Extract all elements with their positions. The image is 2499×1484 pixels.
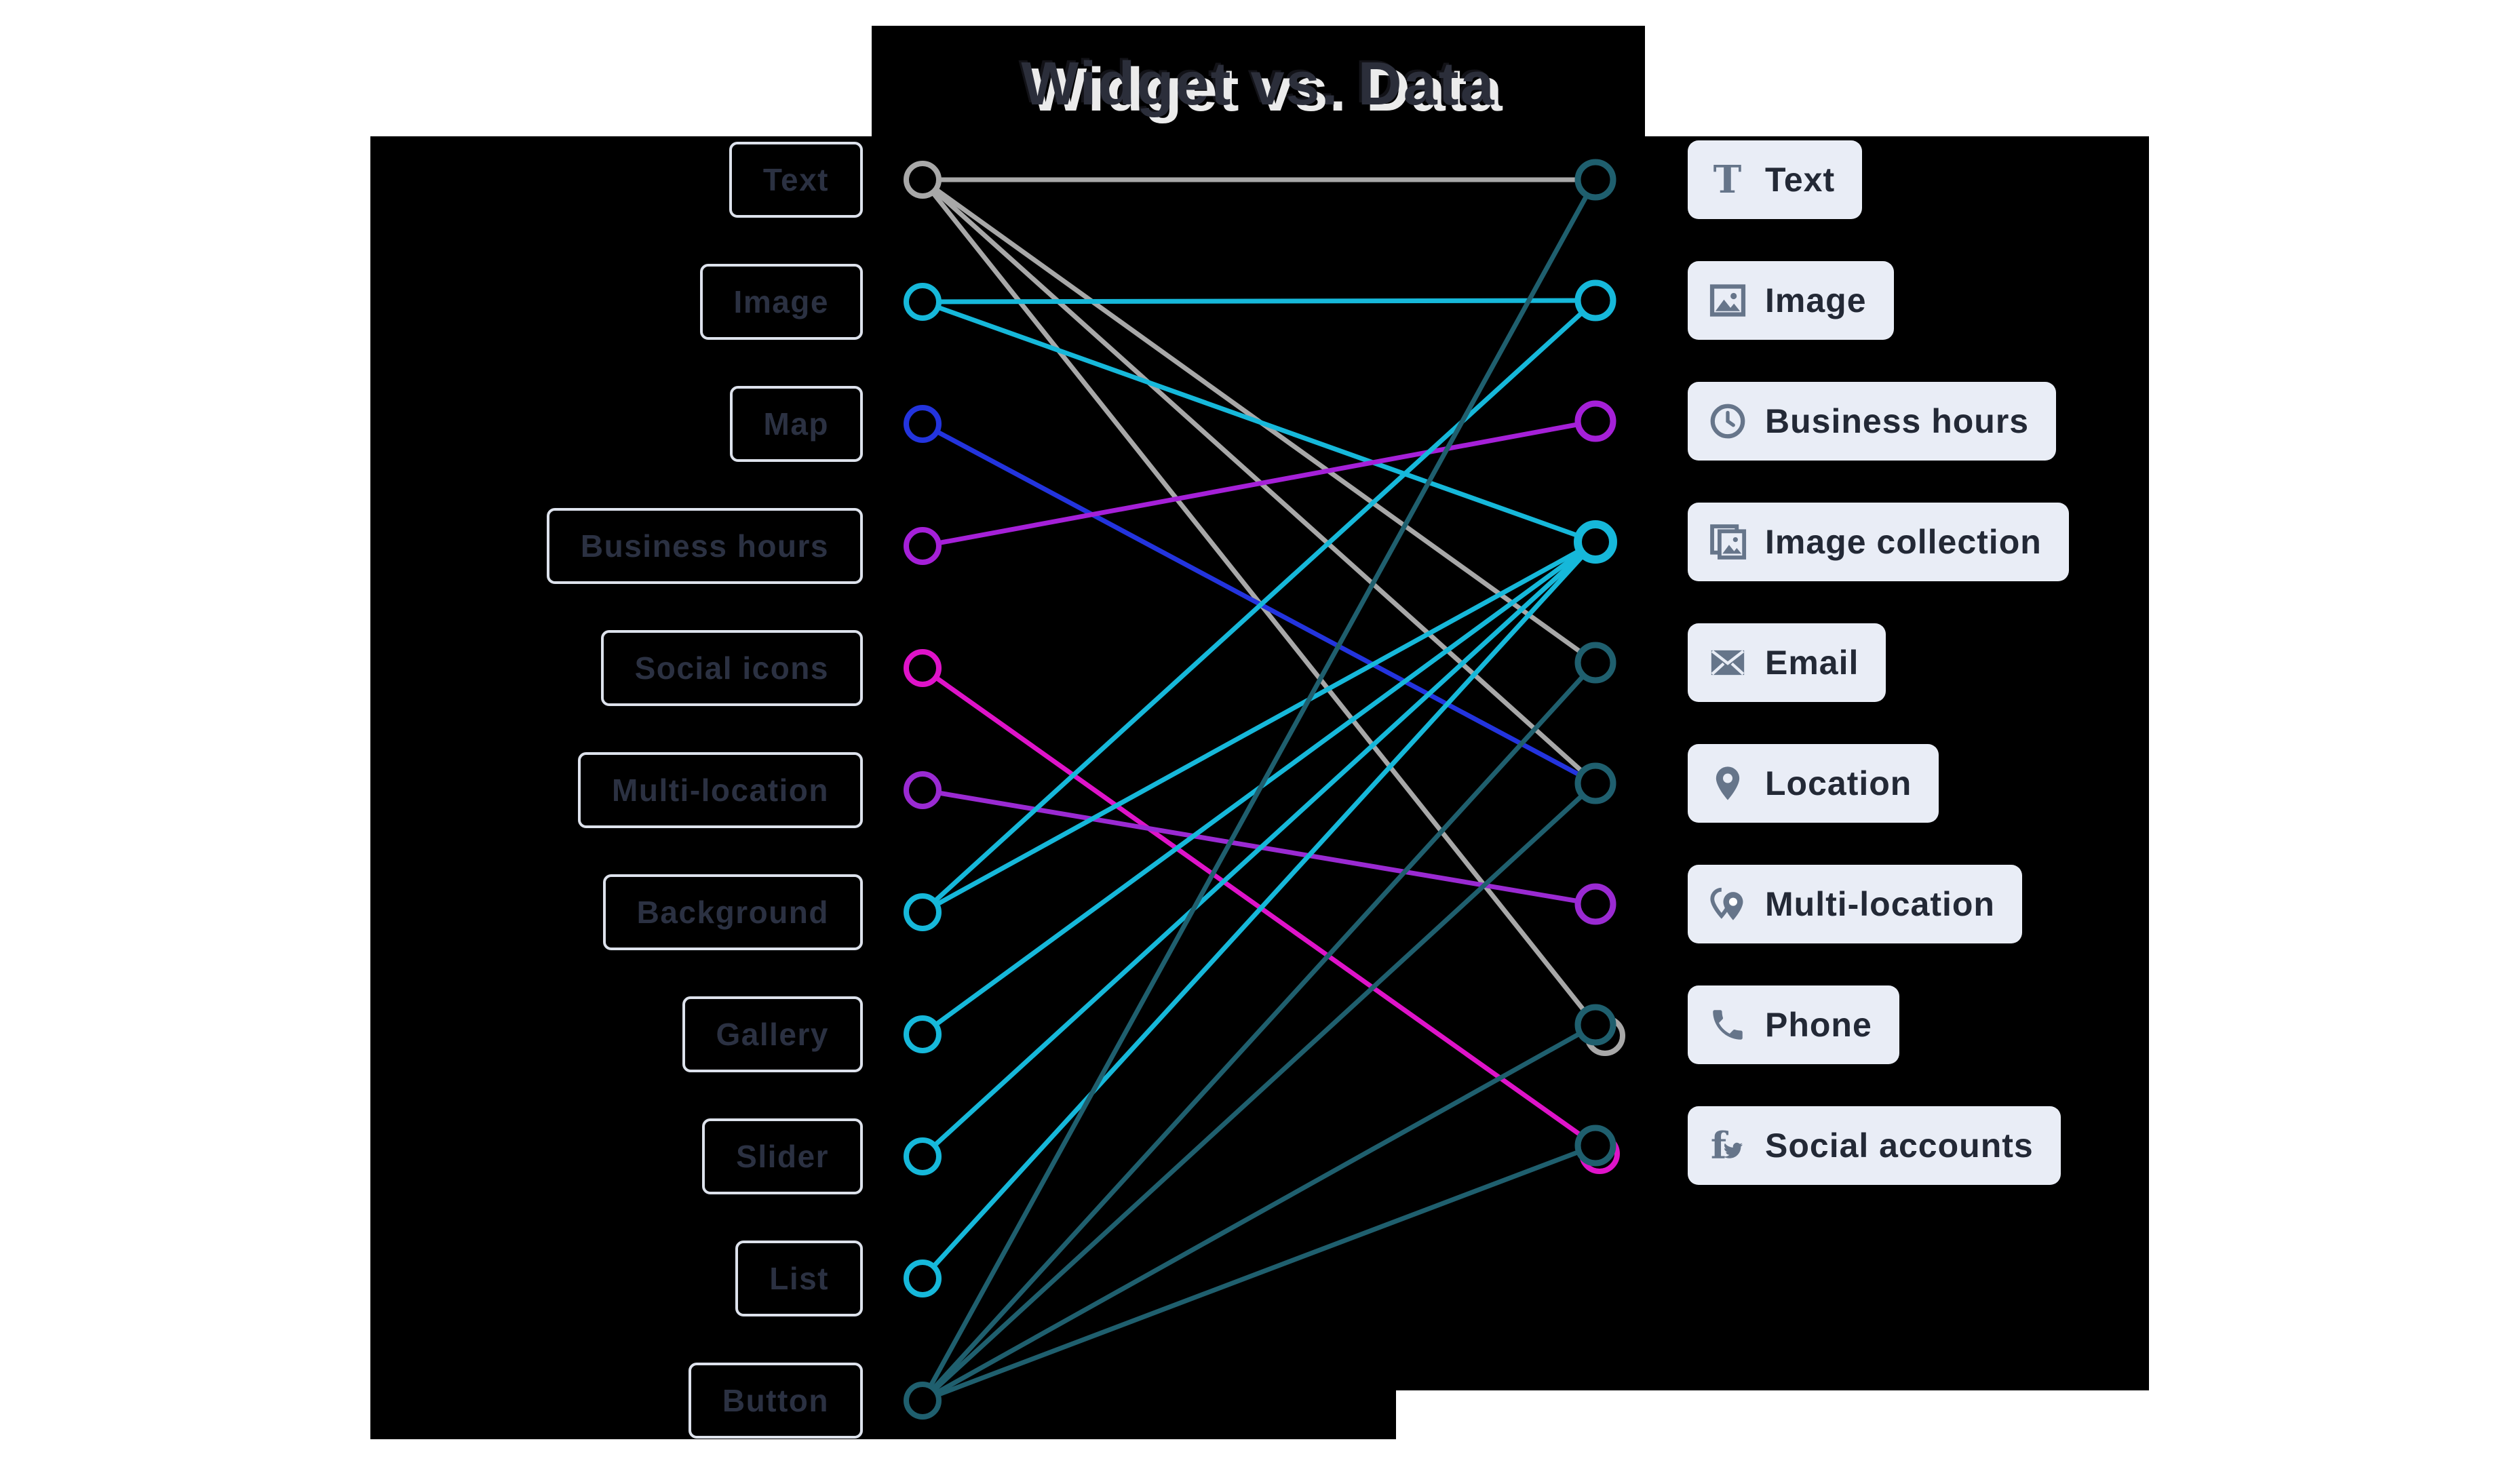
- data-box-label: Multi-location: [1765, 885, 1995, 923]
- data-box-social-accounts: f Social accounts: [1688, 1106, 2061, 1185]
- widget-box-list: List: [735, 1241, 863, 1316]
- data-box-label: Email: [1765, 644, 1859, 682]
- data-box-label: Phone: [1765, 1006, 1872, 1044]
- multi-location-icon: [1708, 884, 1747, 924]
- widget-box-image: Image: [699, 264, 863, 340]
- node-data-email: [1574, 642, 1616, 684]
- data-box-text: T Text: [1688, 140, 1863, 219]
- node-widget-slider: [904, 1137, 942, 1175]
- data-box-image-collection: Image collection: [1688, 503, 2069, 581]
- edge-button-to-phone: [921, 1022, 1597, 1403]
- node-data-text: [1574, 159, 1616, 201]
- data-box-phone: Phone: [1688, 985, 1899, 1064]
- edge-slider-to-image-collection: [921, 540, 1597, 1158]
- node-widget-list: [904, 1260, 942, 1297]
- data-box-label: Location: [1765, 764, 1912, 802]
- data-box-business-hours: Business hours: [1688, 382, 2057, 461]
- edge-business-hours-to-business-hours: [922, 418, 1596, 549]
- social-accounts-icon: f: [1708, 1126, 1747, 1165]
- node-widget-multi-location: [904, 771, 942, 809]
- page-title: Widget vs. Data: [1021, 50, 1496, 118]
- node-widget-image: [904, 283, 942, 321]
- data-box-label: Social accounts: [1765, 1127, 2034, 1165]
- node-widget-gallery: [904, 1015, 942, 1053]
- widget-box-button: Button: [688, 1363, 863, 1439]
- diagram-canvas-extension: [370, 1390, 1396, 1439]
- email-icon: [1708, 643, 1747, 682]
- edge-button-to-location: [921, 781, 1597, 1403]
- widget-box-multi-location: Multi-location: [578, 752, 863, 828]
- title-band: [872, 26, 1645, 141]
- edge-background-to-image: [921, 298, 1597, 914]
- widget-box-social-icons: Social icons: [600, 630, 863, 706]
- node-data-multi-location: [1574, 883, 1616, 925]
- widget-box-business-hours: Business hours: [546, 508, 863, 584]
- edge-button-to-social-accounts: [921, 1143, 1597, 1403]
- image-collection-icon: [1708, 522, 1747, 562]
- phone-icon: [1708, 1005, 1747, 1044]
- widget-box-slider: Slider: [702, 1118, 863, 1194]
- data-box-multi-location: Multi-location: [1688, 865, 2022, 943]
- edge-image-to-image: [922, 298, 1596, 305]
- node-widget-button: [904, 1382, 942, 1420]
- edge-background-to-image-collection: [921, 539, 1597, 915]
- data-box-location: Location: [1688, 744, 1939, 823]
- node-data-social-accounts: [1574, 1125, 1616, 1167]
- edge-image-to-image-collection: [921, 299, 1597, 545]
- node-widget-business-hours: [904, 527, 942, 565]
- data-box-label: Image collection: [1765, 523, 2042, 561]
- data-box-image: Image: [1688, 261, 1894, 340]
- node-data-image-collection: [1574, 520, 1617, 564]
- node-data-location: [1574, 762, 1616, 804]
- image-icon: [1708, 281, 1747, 320]
- edge-button-to-email: [921, 661, 1597, 1403]
- node-widget-background: [904, 893, 942, 931]
- node-data-phone: [1574, 1004, 1616, 1046]
- widget-box-text: Text: [729, 142, 863, 218]
- data-box-label: Business hours: [1765, 402, 2030, 440]
- node-widget-text: [904, 161, 942, 199]
- node-widget-map: [904, 405, 942, 443]
- node-data-image: [1574, 279, 1616, 321]
- text-icon: T: [1713, 157, 1743, 202]
- widget-box-map: Map: [729, 386, 863, 462]
- node-widget-social-icons: [904, 649, 942, 687]
- node-data-business-hours: [1574, 400, 1616, 442]
- widget-box-background: Background: [602, 874, 863, 950]
- edge-button-to-text: [920, 178, 1598, 1402]
- clock-icon: [1708, 402, 1747, 441]
- data-box-email: Email: [1688, 623, 1886, 702]
- widget-box-gallery: Gallery: [682, 996, 863, 1072]
- data-box-label: Image: [1765, 281, 1867, 319]
- location-pin-icon: [1708, 764, 1747, 803]
- edge-list-to-image-collection: [921, 540, 1597, 1281]
- data-box-label: Text: [1765, 161, 1836, 199]
